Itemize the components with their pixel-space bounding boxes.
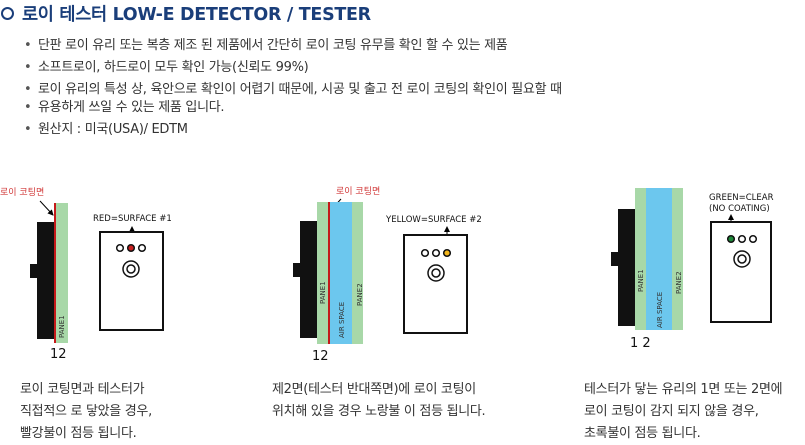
diagram-red: 로이 코팅면 PANE1 12 RED=SURFACE #1: [0, 187, 172, 362]
pane1-label: PANE1: [58, 315, 66, 338]
glass-pane-1: [635, 188, 646, 330]
led-yellow: [442, 248, 452, 258]
surface-label-line-1: GREEN=CLEAR: [709, 193, 774, 203]
tester-body: [37, 222, 54, 339]
coating-label: 로이 코팅면: [0, 187, 44, 198]
glass-pane-1: [56, 203, 68, 343]
feature-item: 소프트로이, 하드로이 모두 확인 가능(신뢰도 99%): [24, 58, 664, 78]
caption-line: 로이 코팅이 감지 되지 않을 경우,: [584, 404, 759, 419]
led-red: [126, 243, 136, 253]
sensor-button-inner: [737, 254, 747, 264]
tester-knob: [611, 252, 618, 266]
air-space: [646, 188, 672, 330]
pane1-label: PANE1: [319, 281, 327, 304]
glass-pane-1: [317, 202, 328, 344]
coating-label: 로이 코팅면: [336, 186, 380, 197]
glass-pane-2: [352, 202, 363, 344]
feature-list: 단판 로이 유리 또는 복층 제조 된 제품에서 간단히 로이 코팅 유무를 확…: [24, 36, 664, 142]
air-space-label: AIR SPACE: [656, 292, 664, 328]
feature-item: 원산지 : 미국(USA)/ EDTM: [24, 120, 664, 140]
caption-green: 테스터가 닿는 유리의 1면 또는 2면에 로이 코팅이 감지 되지 않을 경우…: [584, 379, 783, 445]
diagram-yellow: 로이 코팅면 PANE1 AIR SPACE PANE2 12 YELLOW=S…: [293, 186, 482, 364]
sensor-button-inner: [126, 264, 136, 274]
tester-body: [300, 221, 317, 338]
surface-label: RED=SURFACE #1: [93, 214, 172, 224]
title-row: 로이 테스터 LOW-E DETECTOR / TESTER: [0, 0, 371, 26]
caption-line: 직접적으 로 닿았을 경우,: [20, 404, 152, 419]
led-red: [137, 243, 147, 253]
led-red: [115, 243, 125, 253]
circle-bullet-icon: [1, 6, 14, 20]
led-green: [726, 234, 736, 244]
led-yellow: [420, 248, 430, 258]
page-title: 로이 테스터 LOW-E DETECTOR / TESTER: [22, 4, 371, 25]
led-green: [737, 234, 747, 244]
diagram-green: PANE1 AIR SPACE PANE2 1 2 GREEN=CLEAR (N…: [611, 188, 774, 351]
feature-item: 단판 로이 유리 또는 복층 제조 된 제품에서 간단히 로이 코팅 유무를 확…: [24, 36, 664, 56]
air-space: [330, 202, 352, 344]
caption-yellow: 제2면(테스터 반대쪽면)에 로이 코팅이 위치해 있을 경우 노랑불 이 점등…: [272, 379, 486, 423]
caption-line: 로이 코팅면과 테스터가: [20, 382, 145, 397]
caption-line: 위치해 있을 경우 노랑불 이 점등 됩니다.: [272, 404, 486, 419]
feature-item-continuation: 유용하게 쓰일 수 있는 제품 입니다.: [24, 98, 664, 118]
coating-pointer-arrow: [39, 200, 54, 216]
sensor-button-inner: [431, 268, 441, 278]
pane1-label: PANE1: [637, 269, 645, 292]
tester-knob: [293, 263, 300, 277]
pane2-label: PANE2: [675, 271, 683, 294]
feature-item: 로이 유리의 특성 상, 육안으로 확인이 어렵기 때문에, 시공 및 출고 전…: [24, 80, 664, 100]
led-yellow: [431, 248, 441, 258]
led-green: [748, 234, 758, 244]
caption-line: 테스터가 닿는 유리의 1면 또는 2면에: [584, 382, 783, 397]
surface-number-label: 1 2: [630, 336, 651, 351]
tester-knob: [30, 264, 37, 278]
air-space-label: AIR SPACE: [338, 302, 346, 338]
caption-line: 제2면(테스터 반대쪽면)에 로이 코팅이: [272, 382, 476, 397]
surface-number-label: 12: [50, 347, 67, 362]
caption-line: 초록불이 점등 됩니다.: [584, 426, 701, 441]
surface-number-label: 12: [312, 349, 329, 364]
tester-body: [618, 209, 635, 326]
glass-pane-2: [672, 188, 683, 330]
caption-line: 빨강불이 점등 됩니다.: [20, 426, 137, 441]
surface-label: YELLOW=SURFACE #2: [385, 215, 482, 225]
pane2-label: PANE2: [356, 283, 364, 306]
caption-red: 로이 코팅면과 테스터가 직접적으 로 닿았을 경우, 빨강불이 점등 됩니다.: [20, 379, 152, 445]
detector-diagrams: 로이 코팅면 PANE1 12 RED=SURFACE #1 로이 코팅면 PA…: [0, 186, 774, 364]
surface-label-line-2: (NO COATING): [709, 204, 770, 214]
